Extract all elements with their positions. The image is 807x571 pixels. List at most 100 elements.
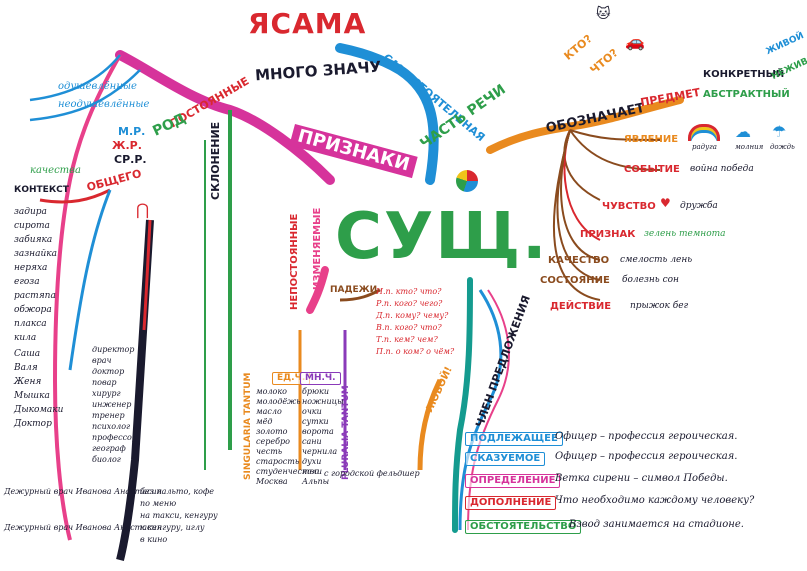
trunk-oboznachaet xyxy=(486,96,684,154)
row-example: Что необходимо каждому человеку? xyxy=(555,495,755,506)
list-item: на такси, кенгуру xyxy=(140,511,218,520)
list-item: ворота xyxy=(302,427,334,436)
list-item: молодёжь xyxy=(256,397,301,406)
lightning-icon: ☁ xyxy=(735,122,751,141)
list-item: плакса xyxy=(14,319,47,329)
row-example: Взвод занимается на стадионе. xyxy=(569,519,744,530)
trunk-nepostoyannye xyxy=(306,266,329,314)
rain-icon: ☂ xyxy=(772,122,787,141)
row-example: Офицер – профессия героическая. xyxy=(555,451,738,462)
cat-icon: 🐱 xyxy=(596,6,611,22)
list-item: зазнайка xyxy=(14,249,58,259)
list-item: сани xyxy=(302,437,322,446)
item-term: КАЧЕСТВО xyxy=(548,255,610,266)
list-item: студенчество xyxy=(256,467,320,476)
row-term: ДОПОЛНЕНИЕ xyxy=(465,496,557,510)
label-nepostoyannye: НЕПОСТОЯННЫЕ xyxy=(289,213,300,310)
header-title: ЯСАМА xyxy=(248,7,367,40)
list-item: неряха xyxy=(14,263,48,273)
list-item: честь xyxy=(256,447,283,456)
list-item: масло xyxy=(256,407,282,416)
list-item: обжора xyxy=(14,305,52,315)
list-item: к кенгуру, иглу xyxy=(140,523,205,532)
list-item: хирург xyxy=(92,389,121,398)
item-term: ДЕЙСТВИЕ xyxy=(550,301,612,312)
list-item: Дыкомаки xyxy=(14,405,64,415)
list-item: Валя xyxy=(14,363,38,373)
label-konkretnye: КОНКРЕТНЫЙ xyxy=(703,69,785,80)
list-item: брюки xyxy=(302,387,329,396)
list-item: ножницы xyxy=(302,397,344,406)
row-term: ОБСТОЯТЕЛЬСТВО xyxy=(465,520,582,534)
list-item: старость xyxy=(256,457,300,466)
item-term: ЯВЛЕНИЕ xyxy=(624,134,679,145)
item-term: СОСТОЯНИЕ xyxy=(540,275,610,286)
list-item: без пальто, кофе xyxy=(140,487,214,496)
list-item: кила xyxy=(14,333,37,343)
magnet-icon: ⋂ xyxy=(136,200,150,219)
note-gorodskoy: с городской фельдшер xyxy=(324,469,420,478)
weather-label: молния xyxy=(735,143,764,151)
list-item: П.п. о ком? о чём? xyxy=(376,347,455,356)
list-item: Д.п. кому? чему? xyxy=(376,311,449,320)
list-item: Альпы xyxy=(302,477,330,486)
item-term: СОБЫТИЕ xyxy=(624,164,680,175)
label-izmenyaemye: ИЗМЕНЯЕМЫЕ xyxy=(312,207,323,290)
list-item: задира xyxy=(14,207,47,217)
item-example: дружба xyxy=(680,201,718,211)
list-item: инженер xyxy=(92,400,132,409)
row-term: ОПРЕДЕЛЕНИЕ xyxy=(465,474,561,488)
label-kontekst: КОНТЕКСТ xyxy=(14,185,69,195)
trunk-chlen xyxy=(452,277,473,533)
list-item: растяпа xyxy=(14,291,56,301)
item-example: смелость лень xyxy=(620,255,693,265)
label-padezhi: ПАДЕЖИ xyxy=(330,285,378,295)
list-item: психолог xyxy=(92,422,131,431)
item-term: ПРИЗНАК xyxy=(580,229,636,240)
item-example: зелень темнота xyxy=(644,229,726,239)
list-item: духи xyxy=(302,457,322,466)
label-abstraktnye: АБСТРАКТНЫЙ xyxy=(703,89,790,100)
label-singularia: SINGULARIA TANTUM xyxy=(243,372,253,480)
rod-m: М.Р. xyxy=(118,125,146,138)
list-item: мёд xyxy=(256,417,273,426)
row-term: ПОДЛЕЖАЩЕЕ xyxy=(465,432,563,446)
list-item: по меню xyxy=(140,499,177,508)
list-item: Т.п. кем? чем? xyxy=(376,335,438,344)
trunk-chast-rechi xyxy=(335,43,439,185)
list-item: директор xyxy=(92,345,135,354)
list-item: забияка xyxy=(14,235,53,245)
note-dezhurnaya: Дежурный врач Иванова Анастасия xyxy=(4,523,162,532)
item-example: война победа xyxy=(690,164,754,174)
list-item: очки xyxy=(302,407,322,416)
label-kachestva: качества xyxy=(30,165,81,176)
label-odushevlennye: одушевлённые xyxy=(58,81,137,92)
pie-icon xyxy=(456,170,478,192)
list-item: Женя xyxy=(14,377,42,387)
row-example: Ветка сирени – символ Победы. xyxy=(555,473,728,484)
list-item: доктор xyxy=(92,367,125,376)
item-term: ЧУВСТВО xyxy=(602,201,656,212)
item-example: прыжок бег xyxy=(630,301,689,311)
list-item: биолог xyxy=(92,455,121,464)
list-item: врач xyxy=(92,356,112,365)
list-item: повар xyxy=(92,378,117,387)
list-item: молоко xyxy=(256,387,287,396)
list-item: в кино xyxy=(140,535,168,544)
label-sklonenie: СКЛОНЕНИЕ xyxy=(209,121,222,200)
list-item: И.п. кто? что? xyxy=(376,287,442,296)
list-item: Саша xyxy=(14,349,41,359)
row-term: СКАЗУЕМОЕ xyxy=(465,452,546,466)
list-item: золото xyxy=(256,427,288,436)
label-neodushevlennye: неодушевлённые xyxy=(58,99,150,110)
car-icon: 🚗 xyxy=(625,32,645,51)
list-item: Доктор xyxy=(14,419,52,429)
rainbow-icon xyxy=(688,124,720,141)
list-item: Мышка xyxy=(14,391,50,401)
list-item: тренер xyxy=(92,411,125,420)
weather-label: дождь xyxy=(770,143,795,151)
list-item: Р.п. кого? чего? xyxy=(376,299,443,308)
list-item: В.п. кого? что? xyxy=(376,323,442,332)
